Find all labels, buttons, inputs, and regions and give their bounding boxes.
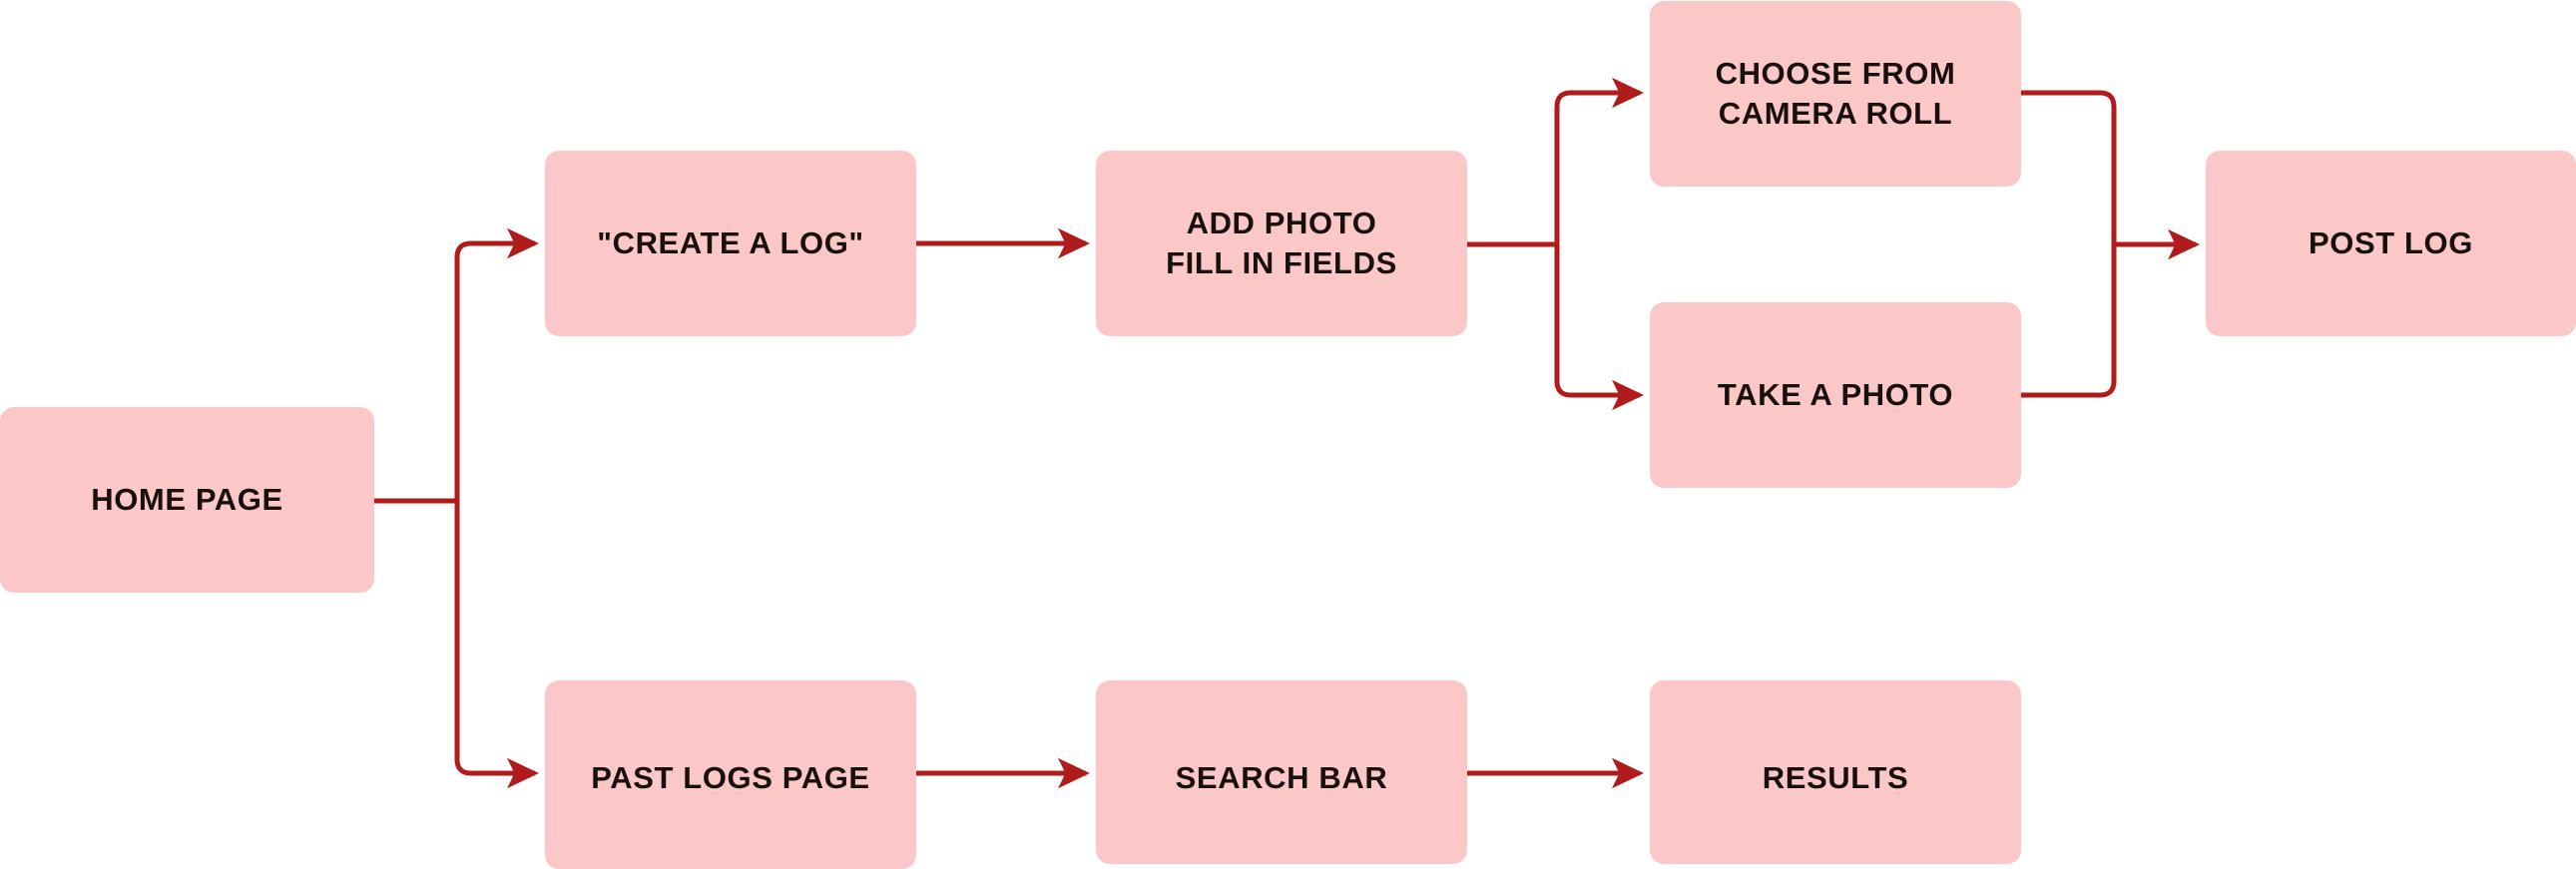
edge-camera-roll-to-merge: [2021, 90, 2117, 244]
node-search-bar[interactable]: SEARCH BAR: [1096, 680, 1467, 864]
node-past-logs-page[interactable]: PAST LOGS PAGE: [545, 680, 916, 869]
node-past-logs-page-label: PAST LOGS PAGE: [591, 760, 870, 795]
edge-home-to-past-logs-page: [454, 501, 540, 789]
node-add-photo-fill-in-fields[interactable]: ADD PHOTO FILL IN FIELDS: [1096, 151, 1467, 336]
node-home-page[interactable]: HOME PAGE: [0, 407, 374, 593]
node-post-log-label: POST LOG: [2309, 225, 2473, 261]
node-take-a-photo[interactable]: TAKE A PHOTO: [1650, 302, 2021, 488]
node-add-photo-fill-in-fields-label: ADD PHOTO FILL IN FIELDS: [1166, 206, 1397, 280]
edge-add-photo-to-take-a-photo: [1554, 244, 1645, 411]
node-post-log[interactable]: POST LOG: [2206, 151, 2576, 336]
node-results[interactable]: RESULTS: [1650, 680, 2021, 864]
node-choose-from-camera-roll-label: CHOOSE FROM CAMERA ROLL: [1715, 56, 1956, 131]
node-results-label: RESULTS: [1762, 760, 1909, 795]
edge-add-photo-to-camera-roll: [1554, 77, 1645, 244]
node-choose-from-camera-roll[interactable]: CHOOSE FROM CAMERA ROLL: [1650, 1, 2021, 187]
node-create-a-log[interactable]: "CREATE A LOG": [545, 151, 916, 336]
edge-take-a-photo-to-merge: [2021, 244, 2117, 398]
node-create-a-log-label: "CREATE A LOG": [597, 225, 864, 261]
edge-home-to-create-a-log: [454, 227, 540, 501]
node-home-page-label: HOME PAGE: [91, 482, 283, 518]
node-take-a-photo-label: TAKE A PHOTO: [1717, 377, 1954, 413]
node-search-bar-label: SEARCH BAR: [1175, 760, 1388, 795]
